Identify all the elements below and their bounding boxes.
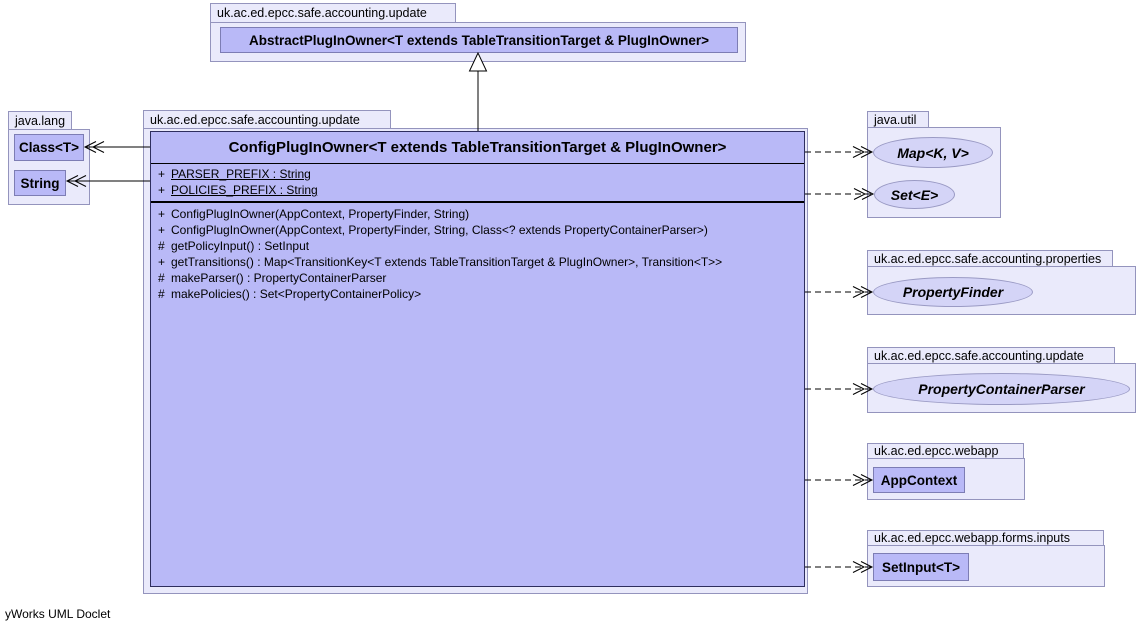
- class-title: ConfigPlugInOwner<T extends TableTransit…: [151, 132, 804, 164]
- package-tab-java-lang: java.lang: [8, 111, 72, 130]
- visibility-marker: +: [158, 255, 166, 269]
- methods-compartment: + ConfigPlugInOwner(AppContext, PropertyF…: [151, 203, 804, 302]
- class-name-label: SetInput<T>: [881, 559, 960, 575]
- visibility-marker: +: [158, 183, 166, 197]
- class-node-class-t[interactable]: Class<T>: [14, 134, 84, 161]
- method-row: + ConfigPlugInOwner(AppContext, PropertyF…: [151, 222, 804, 238]
- attribute-row: + PARSER_PREFIX : String: [151, 166, 804, 182]
- interface-node-set[interactable]: Set<E>: [874, 180, 955, 209]
- attribute-declaration: PARSER_PREFIX : String: [171, 167, 311, 181]
- class-node-configpluginowner[interactable]: ConfigPlugInOwner<T extends TableTransit…: [150, 131, 805, 587]
- dependency-arrow-class: [83, 141, 150, 153]
- dependency-arrow-set: [805, 188, 875, 200]
- package-tab-update-right: uk.ac.ed.epcc.safe.accounting.update: [867, 347, 1115, 364]
- visibility-marker: +: [158, 167, 166, 181]
- method-row: + getTransitions() : Map<TransitionKey<T …: [151, 254, 804, 270]
- class-node-string[interactable]: String: [14, 170, 66, 196]
- package-tab-top-update: uk.ac.ed.epcc.safe.accounting.update: [210, 3, 456, 23]
- dependency-arrow-setinput: [805, 561, 874, 573]
- method-row: # makeParser() : PropertyContainerParser: [151, 270, 804, 286]
- dependency-arrow-propertycontainerparser: [805, 383, 874, 395]
- interface-name-label: Map<K, V>: [897, 144, 969, 161]
- attributes-compartment: + PARSER_PREFIX : String + POLICIES_PREFIX…: [151, 164, 804, 203]
- method-row: # makePolicies() : Set<PropertyContainerP…: [151, 286, 804, 302]
- class-node-appcontext[interactable]: AppContext: [873, 467, 965, 493]
- interface-node-map[interactable]: Map<K, V>: [873, 137, 993, 168]
- package-tab-properties: uk.ac.ed.epcc.safe.accounting.properties: [867, 250, 1113, 267]
- visibility-marker: #: [158, 271, 165, 285]
- method-declaration: getPolicyInput() : SetInput: [171, 239, 310, 253]
- dependency-arrow-appcontext: [805, 474, 874, 486]
- method-row: + ConfigPlugInOwner(AppContext, PropertyF…: [151, 206, 804, 222]
- visibility-marker: +: [158, 207, 166, 221]
- package-tab-forms-inputs: uk.ac.ed.epcc.webapp.forms.inputs: [867, 530, 1104, 546]
- class-name-label: Class<T>: [18, 140, 80, 155]
- method-declaration: makeParser() : PropertyContainerParser: [171, 271, 387, 285]
- method-declaration: ConfigPlugInOwner(AppContext, PropertyFi…: [171, 207, 470, 221]
- method-declaration: makePolicies() : Set<PropertyContainerPo…: [171, 287, 422, 301]
- class-name-label: AbstractPlugInOwner<T extends TableTrans…: [248, 32, 710, 48]
- generalization-arrow: [468, 51, 488, 131]
- interface-node-propertyfinder[interactable]: PropertyFinder: [873, 277, 1033, 307]
- interface-name-label: PropertyFinder: [902, 284, 1004, 300]
- doclet-credit-label: yWorks UML Doclet: [5, 607, 111, 621]
- visibility-marker: #: [158, 287, 165, 301]
- interface-name-label: PropertyContainerParser: [918, 381, 1085, 397]
- method-declaration: getTransitions() : Map<TransitionKey<T e…: [171, 255, 723, 269]
- visibility-marker: +: [158, 223, 166, 237]
- package-tab-main-update: uk.ac.ed.epcc.safe.accounting.update: [143, 110, 391, 129]
- class-name-label: String: [20, 175, 60, 191]
- dependency-arrow-propertyfinder: [805, 286, 874, 298]
- method-row: # getPolicyInput() : SetInput: [151, 238, 804, 254]
- interface-node-propertycontainerparser[interactable]: PropertyContainerParser: [873, 373, 1130, 405]
- attribute-row: + POLICIES_PREFIX : String: [151, 182, 804, 198]
- attribute-declaration: POLICIES_PREFIX : String: [171, 183, 318, 197]
- interface-name-label: Set<E>: [890, 186, 939, 203]
- class-node-abstractpluginowner[interactable]: AbstractPlugInOwner<T extends TableTrans…: [220, 27, 738, 53]
- package-tab-java-util: java.util: [867, 111, 929, 128]
- dependency-arrow-map: [805, 146, 874, 158]
- package-tab-webapp: uk.ac.ed.epcc.webapp: [867, 443, 1024, 459]
- class-name-label: AppContext: [880, 472, 958, 488]
- class-node-setinput[interactable]: SetInput<T>: [873, 553, 969, 581]
- visibility-marker: #: [158, 239, 165, 253]
- method-declaration: ConfigPlugInOwner(AppContext, PropertyFi…: [171, 223, 708, 237]
